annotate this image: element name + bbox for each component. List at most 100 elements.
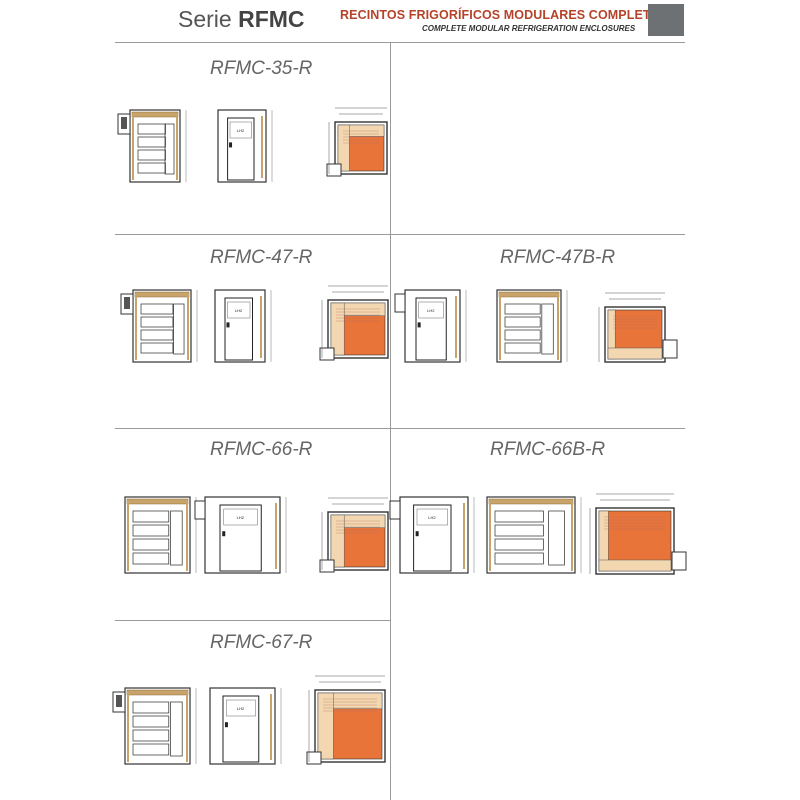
model-title: RFMC-66B-R	[490, 439, 606, 460]
shelf-bottom	[607, 347, 663, 360]
top-panel	[488, 498, 574, 505]
unit-fan	[121, 117, 127, 129]
shelf	[140, 329, 174, 341]
shelf	[137, 149, 166, 161]
shelf	[137, 162, 166, 174]
shelf	[494, 538, 544, 551]
front-view	[496, 289, 568, 363]
shelf	[504, 342, 541, 354]
enclosure-outline	[486, 496, 576, 574]
door	[227, 117, 255, 181]
shelf	[140, 342, 174, 354]
shelf-left	[337, 124, 350, 172]
door	[415, 297, 447, 361]
front-view	[112, 687, 197, 765]
side-rack	[164, 123, 175, 175]
condensing-unit	[319, 559, 335, 573]
plan-view	[326, 107, 388, 177]
door-view: LH2	[209, 687, 282, 765]
door-handle	[222, 531, 226, 537]
plan-view	[598, 292, 678, 363]
shelf	[132, 743, 170, 756]
shelf-left	[330, 514, 345, 568]
series-prefix: Serie	[178, 6, 232, 32]
shelf-left	[317, 692, 334, 760]
shelf	[132, 701, 170, 714]
door-label: LH2	[235, 308, 243, 313]
door-handle	[226, 322, 230, 328]
model-title: RFMC-35-R	[210, 58, 313, 79]
row-divider-1	[115, 234, 685, 235]
plan-view	[319, 497, 389, 573]
shelf	[132, 510, 170, 523]
door-view: LH2	[214, 289, 272, 363]
door-label: LH2	[428, 515, 436, 520]
condensing-unit	[662, 339, 678, 359]
enclosure-outline	[124, 496, 191, 574]
shelf	[140, 316, 174, 328]
plan-view	[589, 493, 687, 575]
door-plate	[226, 699, 256, 717]
top-panel	[498, 291, 560, 298]
row-divider-top	[115, 42, 685, 43]
model-title: RFMC-47B-R	[500, 247, 616, 268]
door-handle	[415, 531, 419, 537]
front-view	[486, 496, 582, 574]
condensing-unit	[306, 751, 322, 765]
shelf	[504, 316, 541, 328]
shelf	[132, 524, 170, 537]
door-view: LH2	[194, 496, 287, 574]
shelf	[504, 329, 541, 341]
condensing-unit	[326, 163, 342, 177]
front-view	[117, 109, 187, 183]
door-view: LH2	[217, 109, 273, 183]
evaporator-unit	[194, 500, 206, 520]
door-view: LH2	[389, 496, 475, 574]
door-view: LH2	[394, 289, 467, 363]
door-handle	[229, 142, 233, 148]
model-title: RFMC-66-R	[210, 439, 313, 460]
door-handle	[417, 322, 421, 328]
top-panel	[134, 291, 190, 298]
title-english: COMPLETE MODULAR REFRIGERATION ENCLOSURE…	[422, 24, 636, 33]
shelf	[132, 729, 170, 742]
front-view	[120, 289, 198, 363]
series-title: Serie RFMC	[178, 6, 305, 33]
side-rack	[173, 303, 185, 355]
door-label: LH2	[237, 515, 245, 520]
shelf-bottom	[598, 559, 672, 572]
enclosure-outline	[132, 289, 192, 363]
door	[224, 297, 253, 361]
shelf	[140, 303, 174, 315]
enclosure-outline	[129, 109, 181, 183]
unit-fan	[116, 695, 122, 707]
shelf	[504, 303, 541, 315]
door-handle	[224, 722, 228, 728]
door-label: LH2	[237, 706, 245, 711]
shelf	[494, 524, 544, 537]
column-divider	[390, 42, 391, 800]
title-spanish: RECINTOS FRIGORÍFICOS MODULARES COMPLETO…	[340, 8, 669, 22]
door-plate	[227, 301, 251, 319]
condensing-unit	[319, 347, 335, 361]
door-label: LH2	[237, 128, 245, 133]
door-plate	[229, 121, 252, 139]
shelf	[494, 552, 544, 565]
door	[222, 695, 260, 763]
door	[219, 504, 262, 572]
plan-view	[306, 675, 386, 765]
unit-fan	[124, 297, 130, 309]
shelf	[137, 123, 166, 135]
top-panel	[126, 498, 189, 505]
shelf	[132, 552, 170, 565]
shelf	[137, 136, 166, 148]
plan-view	[319, 285, 389, 361]
header-gray-block	[648, 4, 684, 36]
row-divider-2	[115, 428, 685, 429]
door-plate	[416, 508, 448, 526]
shelf	[132, 538, 170, 551]
model-title: RFMC-47-R	[210, 247, 313, 268]
evaporator-unit	[389, 500, 401, 520]
evaporator-unit	[394, 293, 406, 313]
